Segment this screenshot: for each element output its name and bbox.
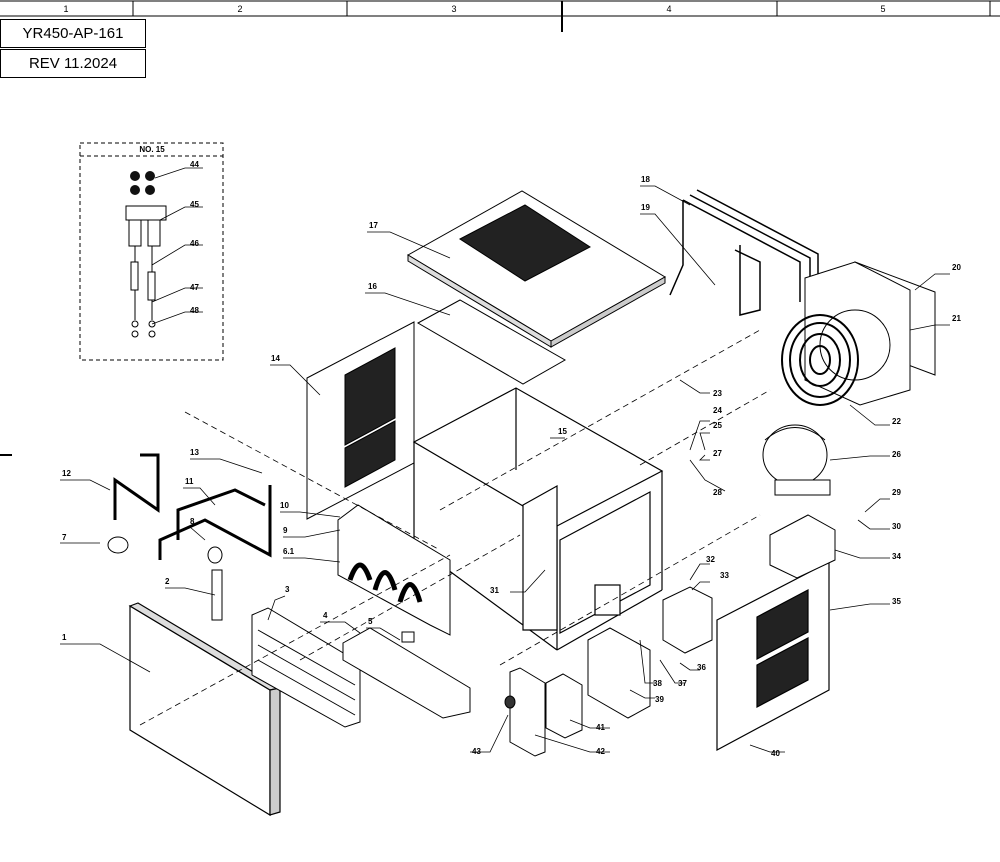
assembly-guides [139,329,771,726]
callout-32: 32 [706,555,715,564]
callout-29: 29 [892,488,901,497]
callout-38: 38 [653,679,662,688]
callout-19: 19 [641,203,650,212]
callout-43: 43 [472,747,481,756]
electric-box [769,514,836,579]
callout-17: 17 [369,221,378,230]
callout-26: 26 [892,450,901,459]
compressor [762,424,831,496]
inset-title: NO. 15 [139,145,165,154]
back-panel [716,561,830,752]
evaporator [337,504,451,636]
callout-31: 31 [490,586,499,595]
callout-10: 10 [280,501,289,510]
callout-16: 16 [368,282,377,291]
callout-4: 4 [323,611,328,620]
callout-5: 5 [368,617,373,626]
callout-33: 33 [720,571,729,580]
callout-45: 45 [190,200,199,209]
callout-7: 7 [62,533,67,542]
control-box [662,586,713,654]
top-panel [407,190,666,348]
callout-28: 28 [713,488,722,497]
callout-47: 47 [190,283,199,292]
callout-labels: 1 2 3 4 5 6.1 7 8 9 10 11 12 13 14 15 16… [62,160,961,758]
bracket [545,673,583,739]
callout-42: 42 [596,747,605,756]
zone-label-4: 4 [666,4,671,14]
inset-detail-box: NO. 15 [79,142,224,361]
drawing-code: YR450-AP-161 [0,19,146,48]
water-piping [107,453,272,621]
callout-13: 13 [190,448,199,457]
callout-46: 46 [190,239,199,248]
callout-6-1: 6.1 [283,547,295,556]
callout-23: 23 [713,389,722,398]
condenser [804,261,936,406]
front-grille [251,607,361,728]
zone-label-2: 2 [237,4,242,14]
callout-9: 9 [283,526,288,535]
zone-ruler [0,0,1000,456]
callout-20: 20 [952,263,961,272]
callout-12: 12 [62,469,71,478]
callout-41: 41 [596,723,605,732]
callout-36: 36 [697,663,706,672]
callout-24: 24 [713,406,722,415]
zone-label-5: 5 [880,4,885,14]
drawing-revision: REV 11.2024 [0,49,146,78]
callout-11: 11 [185,477,194,486]
callout-44: 44 [190,160,199,169]
box-cover [587,627,651,719]
zone-labels: 1 2 3 4 5 [63,4,885,14]
callout-34: 34 [892,552,901,561]
callout-3: 3 [285,585,290,594]
small-cover [504,667,546,757]
callout-25: 25 [713,421,722,430]
condenser-fan [781,314,859,406]
insulation-sheet [416,299,567,385]
condenser-coil-top [669,189,819,316]
callout-2: 2 [165,577,170,586]
callout-27: 27 [713,449,722,458]
callout-18: 18 [641,175,650,184]
callout-8: 8 [190,517,195,526]
zone-label-1: 1 [63,4,68,14]
frame-chassis [412,387,664,651]
callout-22: 22 [892,417,901,426]
callout-35: 35 [892,597,901,606]
callout-14: 14 [271,354,280,363]
water-trough [342,627,471,719]
left-side-panel [306,321,415,520]
callout-40: 40 [771,749,780,758]
callout-21: 21 [952,314,961,323]
callout-48: 48 [190,306,199,315]
leader-lines [60,167,950,753]
callout-15: 15 [558,427,567,436]
callout-1: 1 [62,633,67,642]
zone-label-3: 3 [451,4,456,14]
callout-30: 30 [892,522,901,531]
callout-39: 39 [655,695,664,704]
callout-37: 37 [678,679,687,688]
